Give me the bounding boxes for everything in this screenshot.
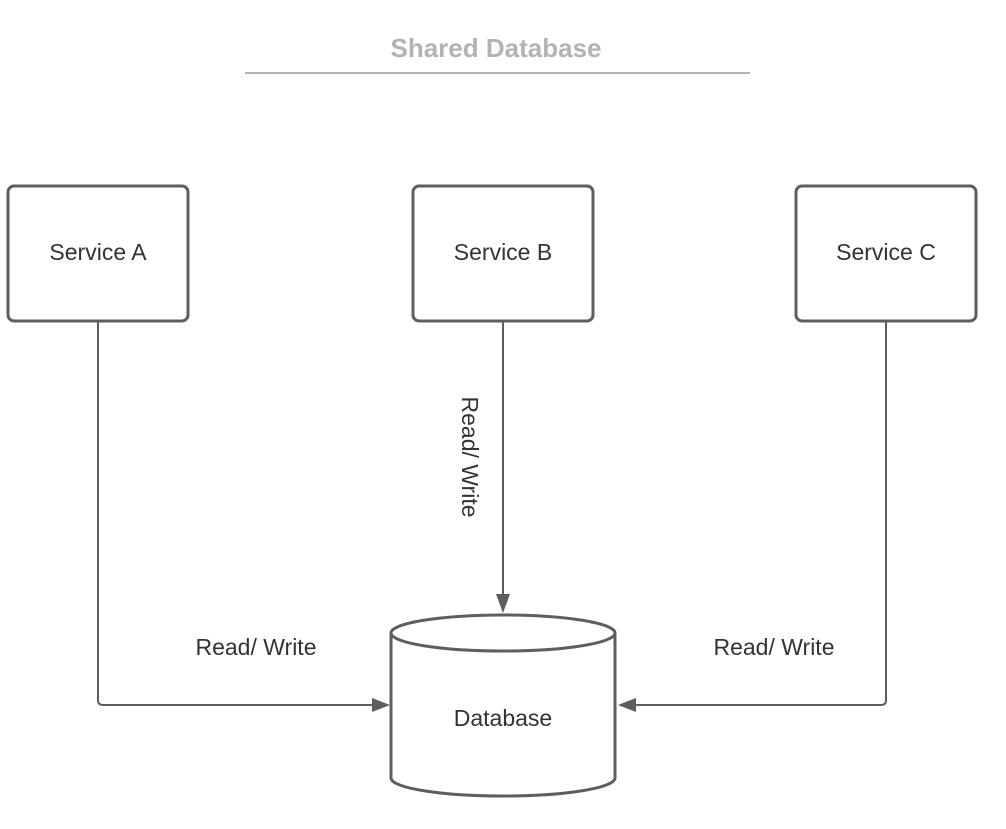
service-c-node[interactable]: Service C [794, 184, 978, 323]
edge-service-a-database: Read/ Write [97, 321, 390, 712]
edge-service-c-line [636, 321, 887, 706]
service-c-label: Service C [836, 239, 936, 265]
edge-service-c-label: Read/ Write [713, 634, 834, 660]
edge-service-b-label: Read/ Write [457, 396, 483, 517]
edge-service-b-arrowhead [496, 594, 510, 613]
edge-service-a-arrowhead [372, 698, 390, 712]
edge-service-a-line [97, 321, 374, 706]
diagram-title: Shared Database [391, 33, 602, 63]
edge-service-c-arrowhead [618, 698, 636, 712]
database-node[interactable]: Database [389, 613, 617, 798]
service-b-node[interactable]: Service B [411, 184, 595, 323]
database-cylinder-body [389, 633, 617, 798]
database-cylinder-top [389, 613, 617, 653]
edge-service-b-database: Read/ Write [457, 321, 510, 613]
service-a-label: Service A [49, 239, 147, 265]
service-a-node[interactable]: Service A [6, 184, 190, 323]
edge-service-a-label: Read/ Write [195, 634, 316, 660]
database-label: Database [454, 705, 552, 731]
service-b-label: Service B [454, 239, 552, 265]
edge-service-c-database: Read/ Write [618, 321, 887, 712]
